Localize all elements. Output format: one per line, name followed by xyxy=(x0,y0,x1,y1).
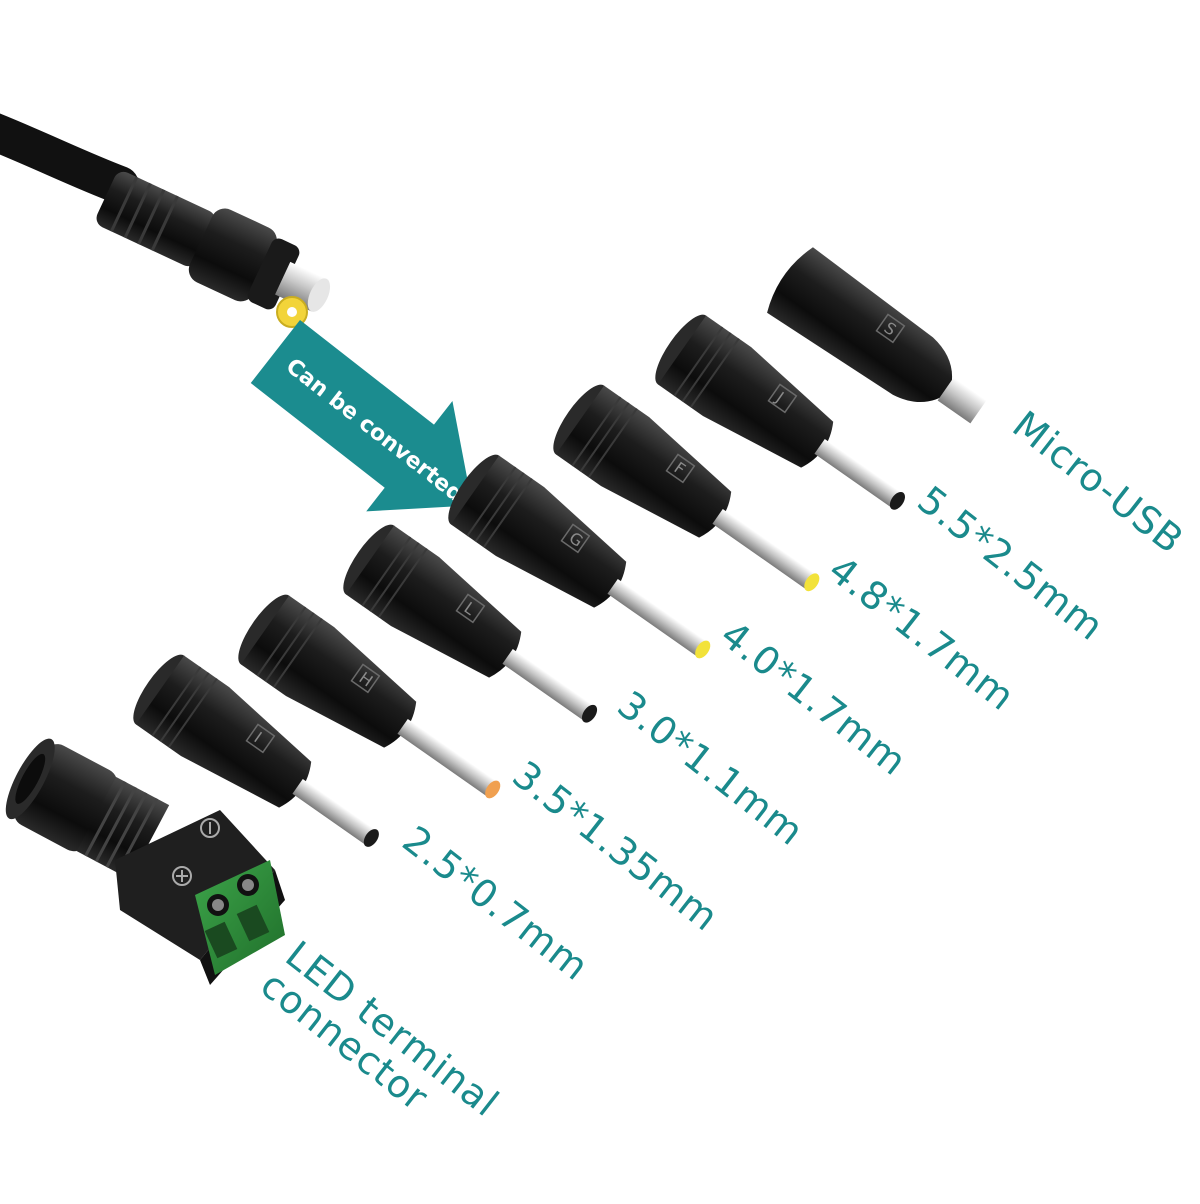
adapter-tip-4: G xyxy=(448,454,711,659)
barrel-pin xyxy=(397,718,498,797)
adapter-tip-2: H xyxy=(238,594,501,799)
tip-size-label: 4.0*1.7mm xyxy=(712,612,915,784)
source-cable xyxy=(0,113,331,328)
barrel-pin xyxy=(607,578,708,657)
adapter-tip-5: F xyxy=(553,384,820,592)
barrel-pin xyxy=(502,648,595,722)
pin-tip-ring xyxy=(695,640,711,659)
pin-tip-ring xyxy=(485,780,501,799)
micro-usb-plug xyxy=(937,377,987,424)
pin-tip-ring xyxy=(804,573,820,592)
minus-symbol-icon xyxy=(200,818,220,838)
plus-symbol-icon xyxy=(172,866,192,886)
pin-tip-ring xyxy=(889,491,905,510)
tip-size-label: Micro-USB xyxy=(1004,402,1192,562)
tip-size-label: 3.0*1.1mm xyxy=(609,682,812,854)
barrel-pin xyxy=(814,438,903,509)
barrel-pin xyxy=(712,508,817,590)
tip-size-label: 2.5*0.7mm xyxy=(394,817,597,989)
pin-tip-ring xyxy=(363,829,379,847)
adapter-tip-6: J xyxy=(655,314,905,510)
barrel-pin xyxy=(292,778,377,846)
adapter-tip-7: S xyxy=(767,247,987,424)
pin-tip-ring xyxy=(581,704,598,723)
adapter-tip-3: L xyxy=(343,524,598,723)
adapter-tip-1: I xyxy=(133,654,379,847)
terminal-block xyxy=(195,860,285,975)
